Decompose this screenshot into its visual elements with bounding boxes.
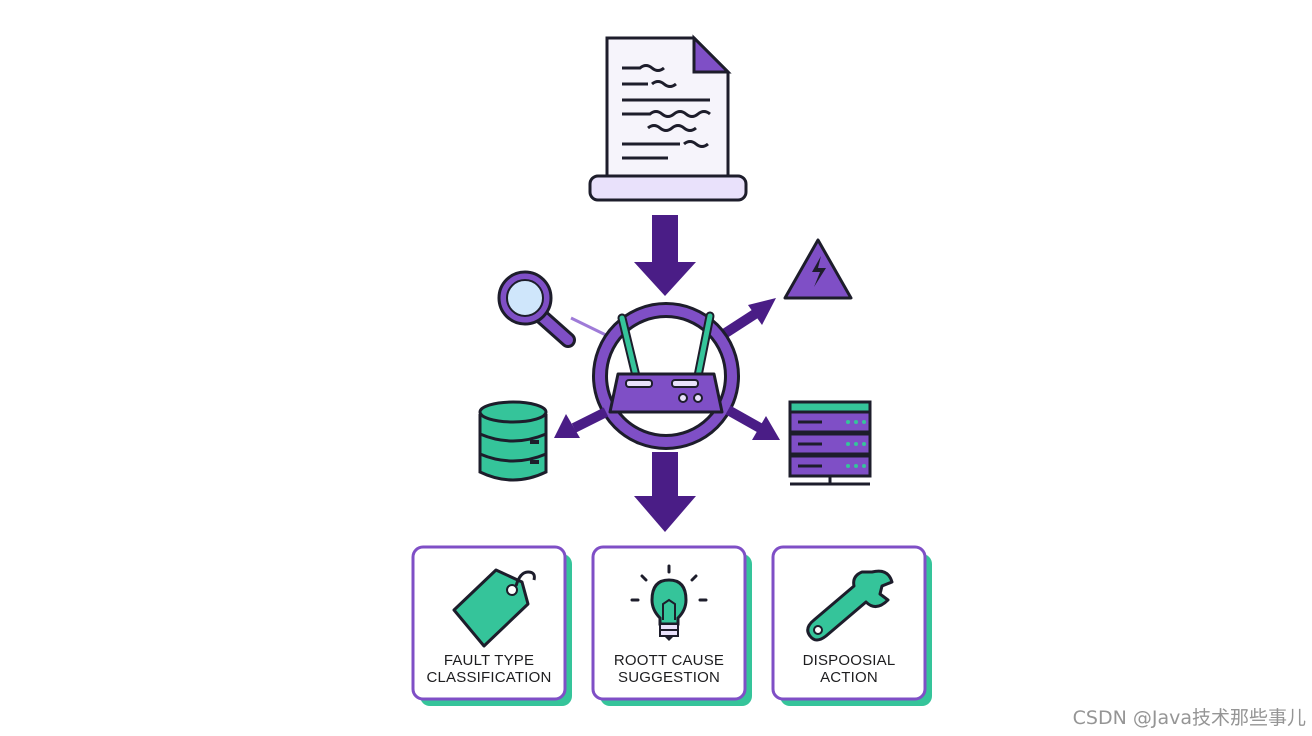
router-icon (592, 302, 740, 450)
wrench-icon (806, 569, 894, 642)
warning-icon (783, 238, 853, 300)
card-label-line1: ROOTT CAUSE (614, 652, 724, 669)
arrow-down-top (634, 215, 696, 296)
card-fault-type: FAULT TYPE CLASSIFICATION (411, 545, 572, 706)
server-rack-icon (788, 400, 872, 486)
card-label-line2: CLASSIFICATION (426, 669, 551, 686)
database-icon (478, 400, 548, 482)
card-root-cause: ROOTT CAUSE SUGGESTION (591, 545, 752, 706)
card-label-line2: SUGGESTION (618, 669, 720, 686)
watermark: CSDN @Java技术那些事儿 (1072, 707, 1306, 729)
arrow-to-database (554, 407, 609, 438)
magnifier-icon (497, 270, 613, 348)
arrow-to-warning (721, 298, 776, 339)
card-label-line1: FAULT TYPE (444, 652, 534, 669)
log-document-icon (588, 34, 748, 202)
lightbulb-icon (630, 564, 708, 641)
arrow-down-bottom (634, 452, 696, 532)
arrow-to-server (725, 405, 780, 440)
card-label-line2: ACTION (820, 669, 878, 686)
card-label-line1: DISPOOSIAL (803, 652, 896, 669)
card-disposal-action: DISPOOSIAL ACTION (771, 545, 932, 706)
tag-icon (452, 568, 536, 648)
